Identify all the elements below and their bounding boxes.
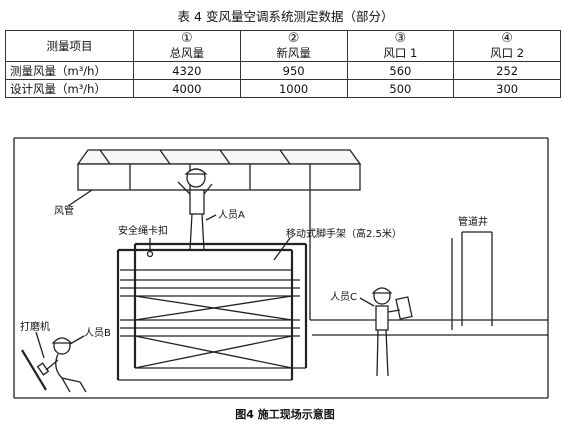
pipe-shaft: [451, 231, 493, 330]
label-safety-clip: 安全绳卡扣: [118, 224, 168, 237]
table-cell: 950: [239, 61, 348, 80]
col-label-2: 新风量: [276, 46, 311, 60]
label-scaffold: 移动式脚手架（高2.5米）: [286, 227, 402, 240]
figure-caption: 图4 施工现场示意图: [235, 407, 334, 421]
table-caption: 表 4 变风量空调系统测定数据（部分）: [177, 9, 394, 24]
label-person-c: 人员C: [330, 291, 357, 303]
table-row: 设计风量（m³/h） 4000 1000 500 300: [5, 79, 561, 98]
mobile-scaffold: [116, 242, 308, 381]
table-cell: 4000: [133, 79, 241, 98]
person-c-figure: [371, 287, 413, 377]
col-num-2: ②: [287, 31, 300, 46]
corner-header: 测量项目: [5, 30, 134, 62]
label-grinder: 打磨机: [20, 320, 50, 333]
table-cell: 4320: [133, 61, 241, 80]
table-row: 测量风量（m³/h） 4320 950 560 252: [5, 61, 561, 80]
row-label-design: 设计风量（m³/h）: [5, 79, 134, 98]
table-cell: 252: [453, 61, 561, 80]
air-duct: [76, 149, 362, 191]
person-b-figure: [45, 337, 87, 393]
row-label-measured: 测量风量（m³/h）: [5, 61, 134, 80]
col-num-4: ④: [501, 31, 513, 46]
table-cell: 1000: [239, 79, 348, 98]
label-person-b: 人员B: [84, 327, 111, 339]
col-label-4: 风口 2: [490, 46, 525, 60]
table-cell: 500: [346, 79, 455, 98]
person-a-figure: [177, 168, 213, 251]
table-cell: 300: [453, 79, 561, 98]
grinder-figure: [21, 349, 50, 391]
label-duct: 风管: [54, 204, 74, 217]
label-pipe-shaft: 管道井: [458, 215, 488, 228]
col-label-1: 总风量: [169, 46, 205, 60]
label-person-a: 人员A: [218, 209, 245, 221]
construction-site-diagram: 风管 移动式脚手架（高2.5米） 人员A 安全绳卡扣: [13, 137, 549, 421]
col-label-3: 风口 1: [383, 46, 418, 60]
col-num-1: ①: [181, 31, 193, 46]
table-cell: 560: [346, 61, 455, 80]
room-outline: [13, 137, 549, 399]
col-num-3: ③: [394, 31, 407, 46]
